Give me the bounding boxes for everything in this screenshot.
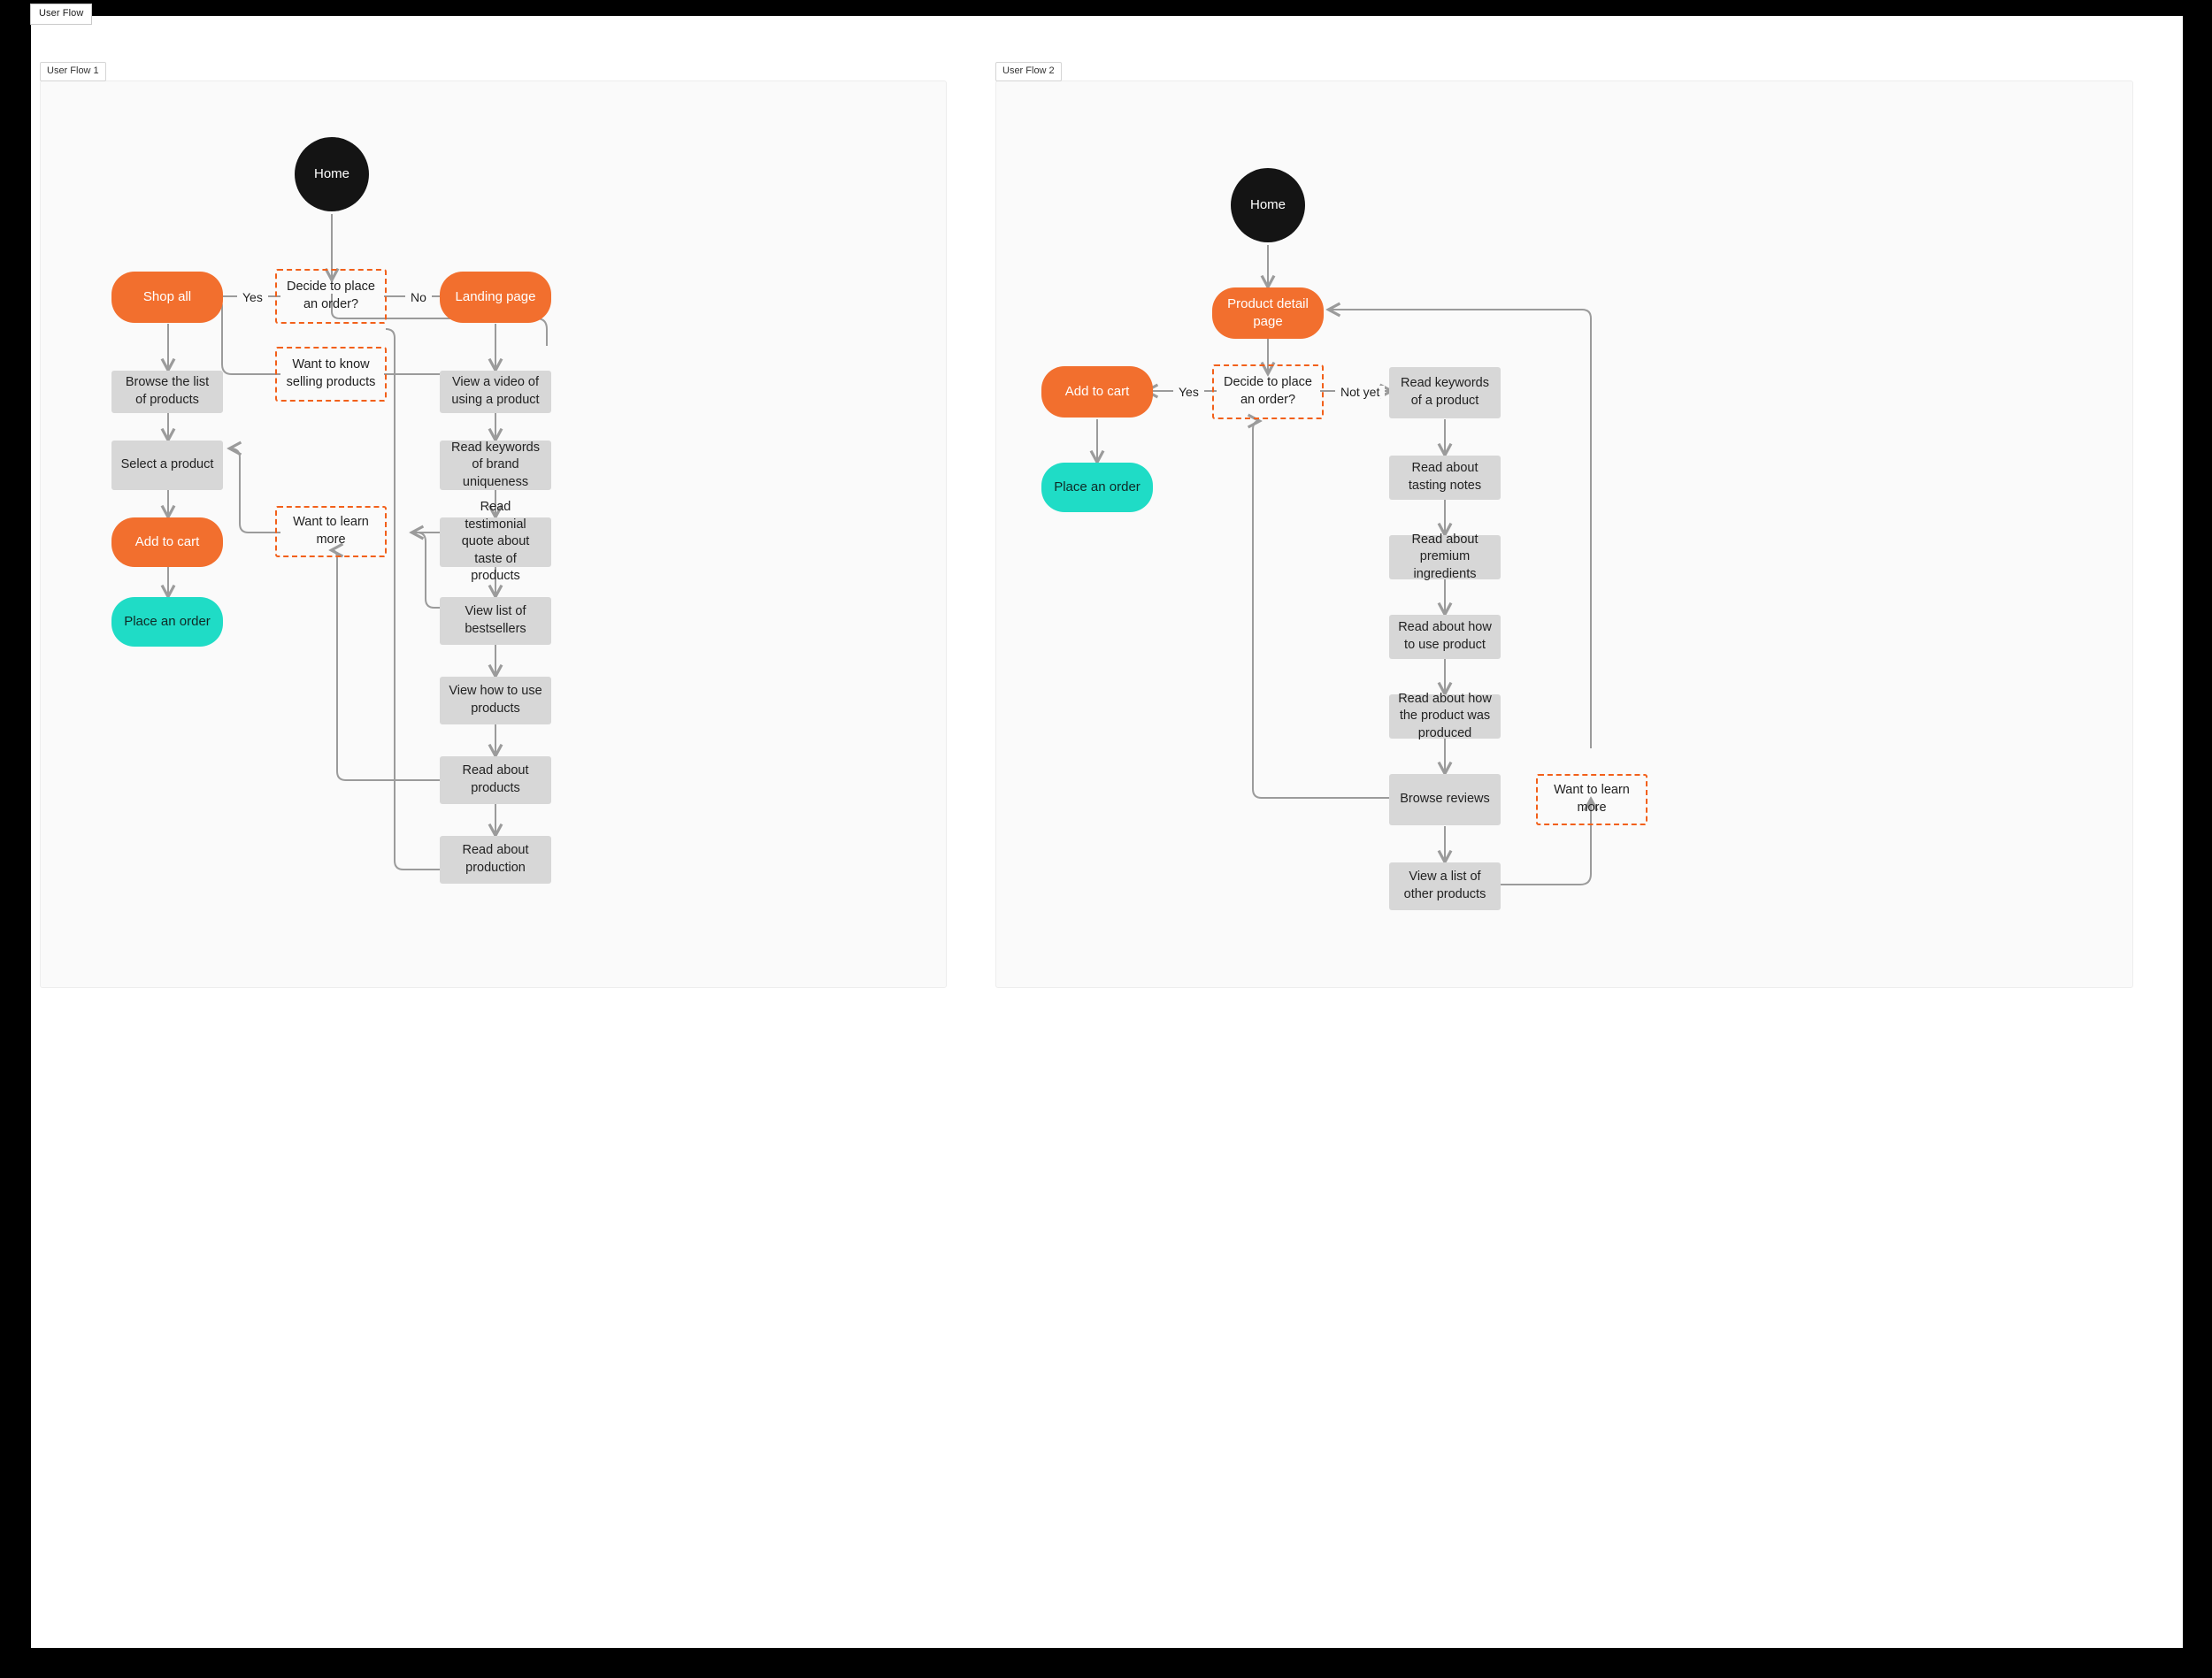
- node-read-keywords-of-a-product[interactable]: Read keywords of a product: [1389, 367, 1501, 418]
- node-read-testimonial-quote[interactable]: Read testimonial quote about taste of pr…: [440, 500, 551, 583]
- frame-user-flow-2[interactable]: User Flow 2: [995, 62, 2133, 988]
- node-home-2[interactable]: Home: [1231, 168, 1305, 242]
- node-select-a-product[interactable]: Select a product: [111, 441, 223, 490]
- node-add-to-cart-2[interactable]: Add to cart: [1041, 366, 1153, 418]
- node-browse-reviews[interactable]: Browse reviews: [1389, 774, 1501, 825]
- node-read-about-how-to-use-product[interactable]: Read about how to use product: [1389, 615, 1501, 659]
- frame-user-flow-1[interactable]: User Flow 1: [40, 62, 947, 988]
- frame-label-user-flow-1[interactable]: User Flow 1: [40, 62, 106, 81]
- node-decide-to-place-order-2[interactable]: Decide to place an order?: [1212, 364, 1324, 419]
- node-view-video-of-using-product[interactable]: View a video of using a product: [440, 371, 551, 413]
- node-want-to-learn-more-2[interactable]: Want to learn more: [1536, 774, 1647, 825]
- design-canvas[interactable]: User Flow User Flow 1: [30, 4, 2183, 1648]
- node-read-about-production[interactable]: Read about production: [440, 836, 551, 884]
- node-read-keywords-brand-uniqueness[interactable]: Read keywords of brand uniqueness: [440, 441, 551, 490]
- node-read-about-how-produced[interactable]: Read about how the product was produced: [1389, 692, 1501, 740]
- node-add-to-cart[interactable]: Add to cart: [111, 517, 223, 567]
- edge-label-yes: Yes: [237, 291, 268, 303]
- node-place-an-order-2[interactable]: Place an order: [1041, 463, 1153, 512]
- node-read-about-tasting-notes[interactable]: Read about tasting notes: [1389, 456, 1501, 500]
- flow2-connectors: [996, 245, 2132, 885]
- node-browse-list-of-products[interactable]: Browse the list of products: [111, 371, 223, 413]
- node-shop-all[interactable]: Shop all: [111, 272, 223, 323]
- node-want-to-know-selling-products[interactable]: Want to know selling products: [275, 347, 387, 402]
- node-view-list-of-bestsellers[interactable]: View list of bestsellers: [440, 597, 551, 645]
- node-view-list-of-other-products[interactable]: View a list of other products: [1389, 862, 1501, 910]
- node-product-detail-page[interactable]: Product detail page: [1212, 287, 1324, 339]
- edge-label-not-yet: Not yet: [1335, 386, 1386, 398]
- edge-label-yes-2: Yes: [1173, 386, 1204, 398]
- frame-label-user-flow-2[interactable]: User Flow 2: [995, 62, 1062, 81]
- edge-label-no: No: [405, 291, 432, 303]
- node-read-about-premium-ingredients[interactable]: Read about premium ingredients: [1389, 533, 1501, 581]
- node-decide-to-place-order[interactable]: Decide to place an order?: [275, 269, 387, 324]
- node-landing-page[interactable]: Landing page: [440, 272, 551, 323]
- node-home[interactable]: Home: [295, 137, 369, 211]
- node-read-about-products[interactable]: Read about products: [440, 756, 551, 804]
- node-want-to-learn-more[interactable]: Want to learn more: [275, 506, 387, 557]
- node-view-how-to-use-products[interactable]: View how to use products: [440, 677, 551, 724]
- tool-tab-user-flow[interactable]: User Flow: [30, 4, 93, 25]
- node-place-an-order[interactable]: Place an order: [111, 597, 223, 647]
